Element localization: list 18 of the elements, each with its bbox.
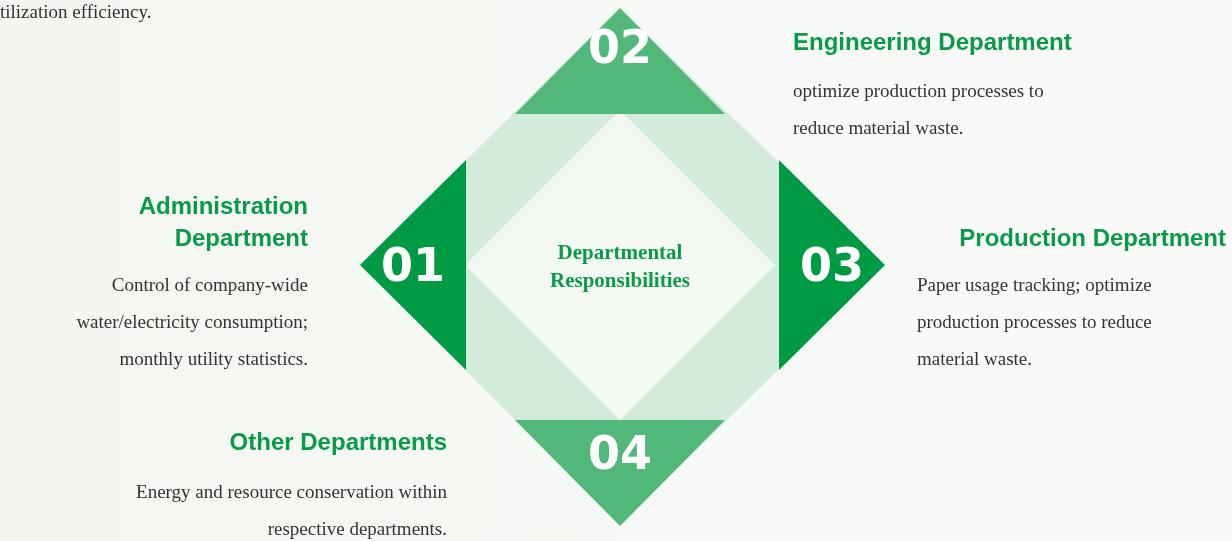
department-heading: Administration Department — [137, 191, 308, 253]
department-heading: Production Department — [959, 223, 1226, 253]
corner-tab — [515, 8, 725, 114]
corner-tab — [515, 420, 725, 526]
center-title: Departmental Responsibilities — [549, 239, 691, 294]
department-heading: Engineering Department — [793, 27, 1072, 57]
department-description: Control of company-wide water/electricity consumption; monthly utility statistics. — [75, 273, 308, 371]
department-description: optimize production processes to reduce material waste. — [793, 79, 1045, 140]
department-heading: Other Departments — [229, 427, 447, 457]
step-number: 01 — [380, 238, 446, 292]
department-description: Energy and resource conservation within respective departments. — [135, 480, 447, 541]
step-number: 04 — [587, 426, 653, 480]
cut-off-text: tilization efficiency. — [0, 0, 152, 24]
corner-tab — [779, 160, 885, 370]
corner-tab — [360, 160, 466, 370]
department-description: Paper usage tracking; optimize production processes to reduce material waste. — [917, 273, 1153, 371]
step-number: 02 — [587, 20, 653, 74]
step-number: 03 — [799, 238, 865, 292]
